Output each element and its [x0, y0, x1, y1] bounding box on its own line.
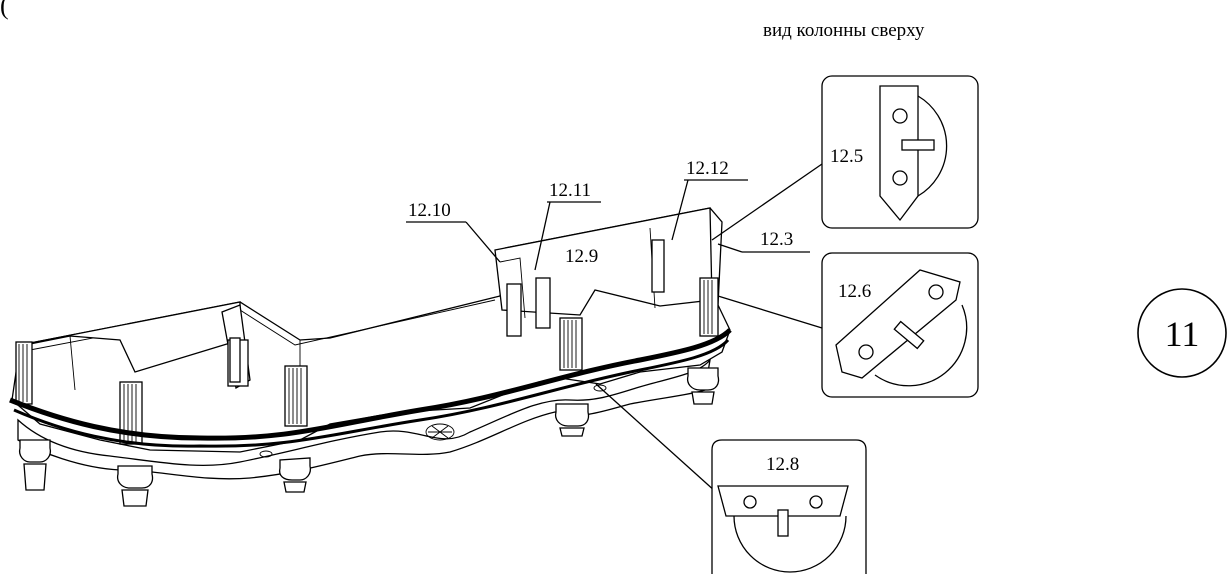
svg-text:12.12: 12.12 [686, 158, 729, 179]
svg-text:12.5: 12.5 [830, 146, 863, 167]
foot [686, 367, 720, 405]
leader-line [717, 295, 823, 329]
paren-fragment: ( [0, 0, 9, 20]
foot [18, 439, 52, 491]
furniture-base [9, 207, 732, 507]
callout-12-12: 12.12 [671, 158, 748, 241]
callout-12-9: 12.9 [565, 246, 598, 267]
callout-12-3: 12.3 [717, 229, 810, 253]
foot [116, 465, 154, 507]
view-caption: вид колонны сверху [763, 20, 925, 41]
foot [554, 403, 590, 437]
step-number: 11 [1165, 314, 1200, 354]
step-number-badge: 11 [1137, 288, 1227, 378]
callout-12-10: 12.10 [406, 200, 501, 263]
callout-12-11: 12.11 [534, 180, 601, 271]
detail-12-6: 12.6 [821, 252, 979, 398]
leader-line [595, 383, 717, 493]
svg-text:12.10: 12.10 [408, 200, 451, 221]
post-left-mid [119, 381, 143, 445]
post-center-right [559, 317, 583, 371]
detail-12-5: 12.5 [821, 75, 979, 229]
post-center-left [284, 365, 308, 427]
post-left-front [15, 341, 33, 405]
leader-line [711, 163, 823, 241]
svg-text:12.8: 12.8 [766, 454, 799, 475]
detail-12-8: 12.8 [711, 439, 867, 574]
svg-text:12.3: 12.3 [760, 229, 793, 250]
svg-text:12.6: 12.6 [838, 281, 871, 302]
svg-text:12.11: 12.11 [549, 180, 591, 201]
post-right [699, 277, 719, 337]
foot [278, 457, 312, 493]
